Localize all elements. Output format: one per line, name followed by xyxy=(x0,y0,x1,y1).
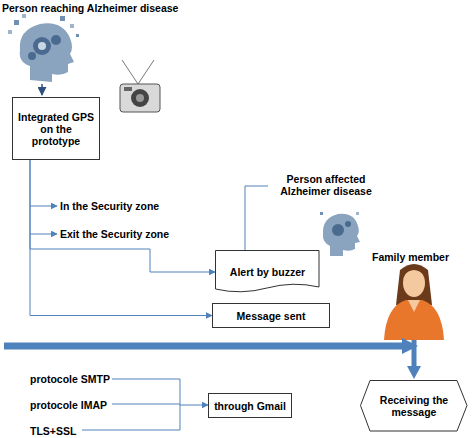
text-label: protocole IMAP xyxy=(30,399,120,411)
node-text: through Gmail xyxy=(210,398,290,414)
head-illustration xyxy=(320,212,360,256)
protocol-line xyxy=(112,379,208,405)
outline-shape xyxy=(361,381,468,432)
process-box: through Gmail xyxy=(208,393,292,418)
flow-arrow xyxy=(412,340,417,368)
leader-line xyxy=(245,186,268,252)
node-text: Receiving the message xyxy=(360,392,468,420)
process-box: Message sent xyxy=(212,303,330,328)
family-member-illustration xyxy=(384,264,444,340)
arrow-head xyxy=(407,366,421,379)
text-label: Family member xyxy=(372,251,472,263)
connector xyxy=(30,160,215,272)
process-box: Integrated GPS on the prototype xyxy=(12,97,100,160)
text-label: Exit the Security zone xyxy=(60,228,220,240)
node-text: Alert by buzzer xyxy=(226,264,309,280)
text-label: Person reaching Alzheimer disease xyxy=(2,2,232,14)
text-label: Person affected Alzheimer disease xyxy=(262,173,390,197)
zone-arrow xyxy=(30,234,57,235)
outline-shape xyxy=(216,251,320,292)
text-label: In the Security zone xyxy=(60,200,200,212)
node-text: Integrated GPS on the prototype xyxy=(13,109,99,149)
down-arrow xyxy=(41,84,43,95)
protocol-line xyxy=(112,404,180,405)
text-label: protocole SMTP xyxy=(30,373,120,385)
head-illustration xyxy=(8,14,79,82)
flow-arrow xyxy=(4,343,404,350)
text-label: TLS+SSL xyxy=(30,425,120,437)
node-text: Message sent xyxy=(233,308,310,324)
document-box: Alert by buzzer xyxy=(215,250,320,294)
display-box: Receiving the message xyxy=(360,380,468,432)
gps-pendant-illustration xyxy=(120,60,160,112)
zone-arrow xyxy=(30,206,57,207)
